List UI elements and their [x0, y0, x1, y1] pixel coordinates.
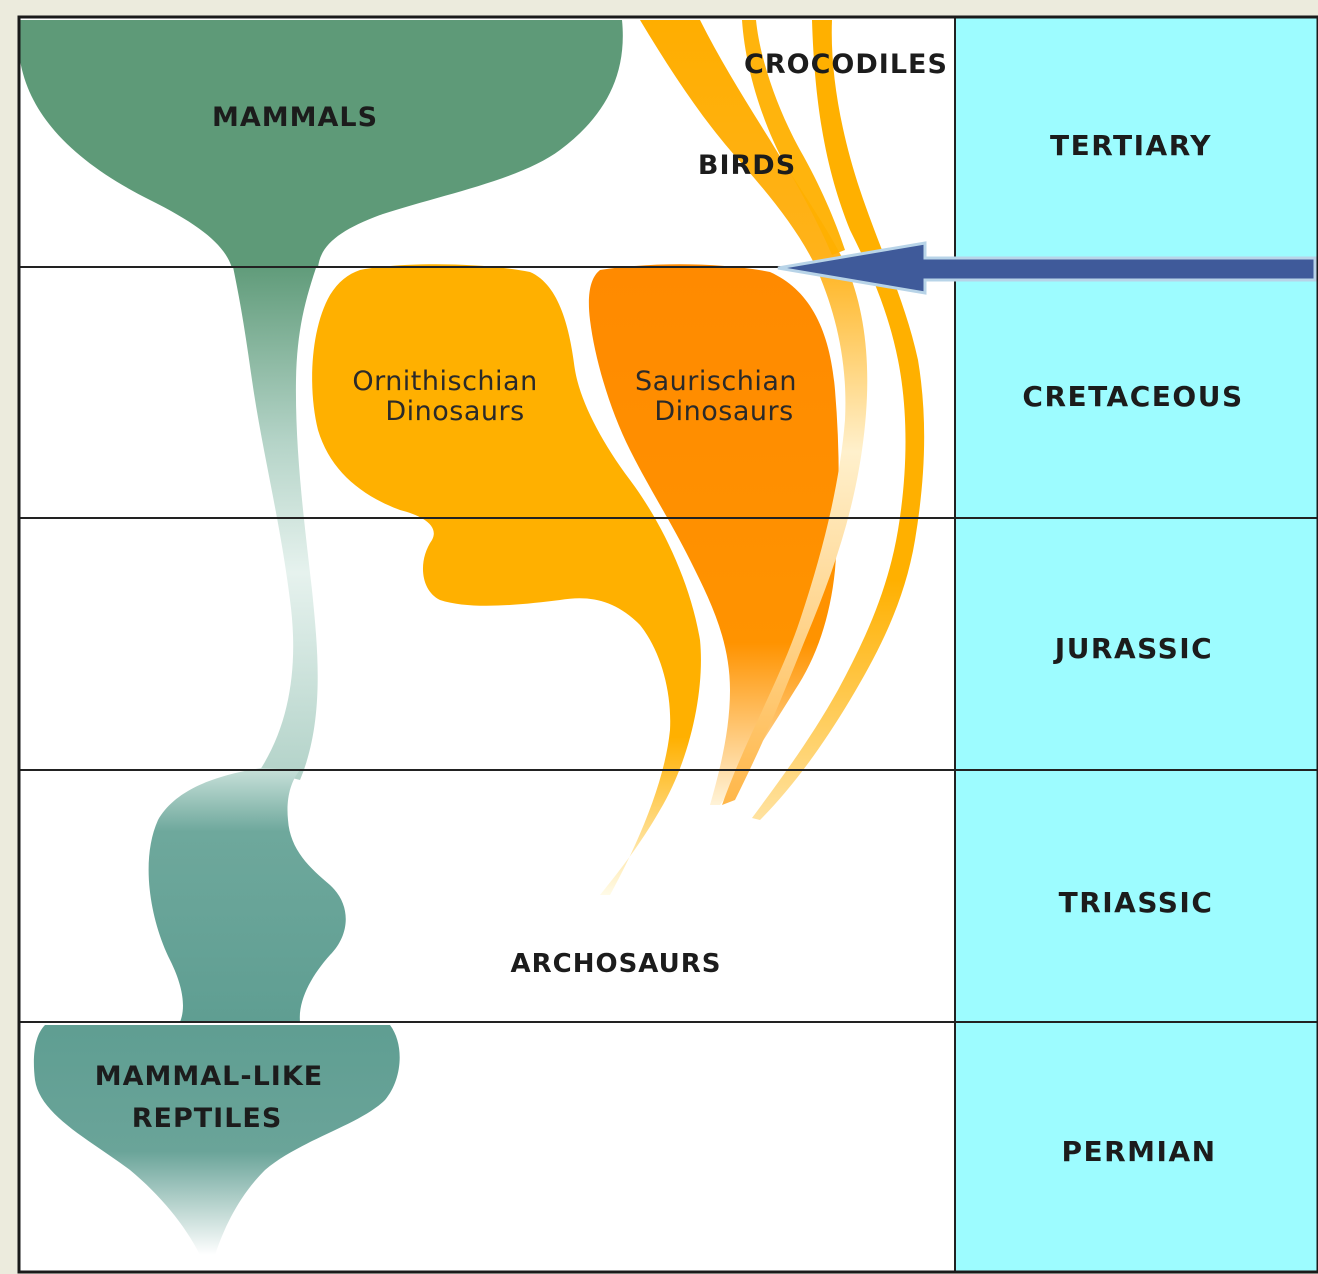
archosaurs-label: ARCHOSAURS	[511, 949, 722, 979]
ornithischian-label-line2: Dinosaurs	[385, 396, 524, 427]
crocodiles-label: CROCODILES	[744, 49, 948, 80]
saurischian-label-line2: Dinosaurs	[654, 396, 793, 427]
ornithischian-label-line1: Ornithischian	[352, 366, 537, 397]
mammal-like-label-line2: REPTILES	[132, 1103, 283, 1134]
period-label-tertiary: TERTIARY	[1050, 129, 1212, 162]
mammal-like-label-line1: MAMMAL-LIKE	[95, 1061, 323, 1092]
birds-label: BIRDS	[698, 150, 796, 181]
saurischian-label-line1: Saurischian	[635, 366, 797, 397]
mammals-label: MAMMALS	[212, 102, 378, 133]
period-label-jurassic: JURASSIC	[1053, 632, 1213, 665]
period-label-triassic: TRIASSIC	[1059, 886, 1214, 919]
period-label-cretaceous: CRETACEOUS	[1022, 380, 1243, 413]
period-label-permian: PERMIAN	[1061, 1135, 1216, 1168]
